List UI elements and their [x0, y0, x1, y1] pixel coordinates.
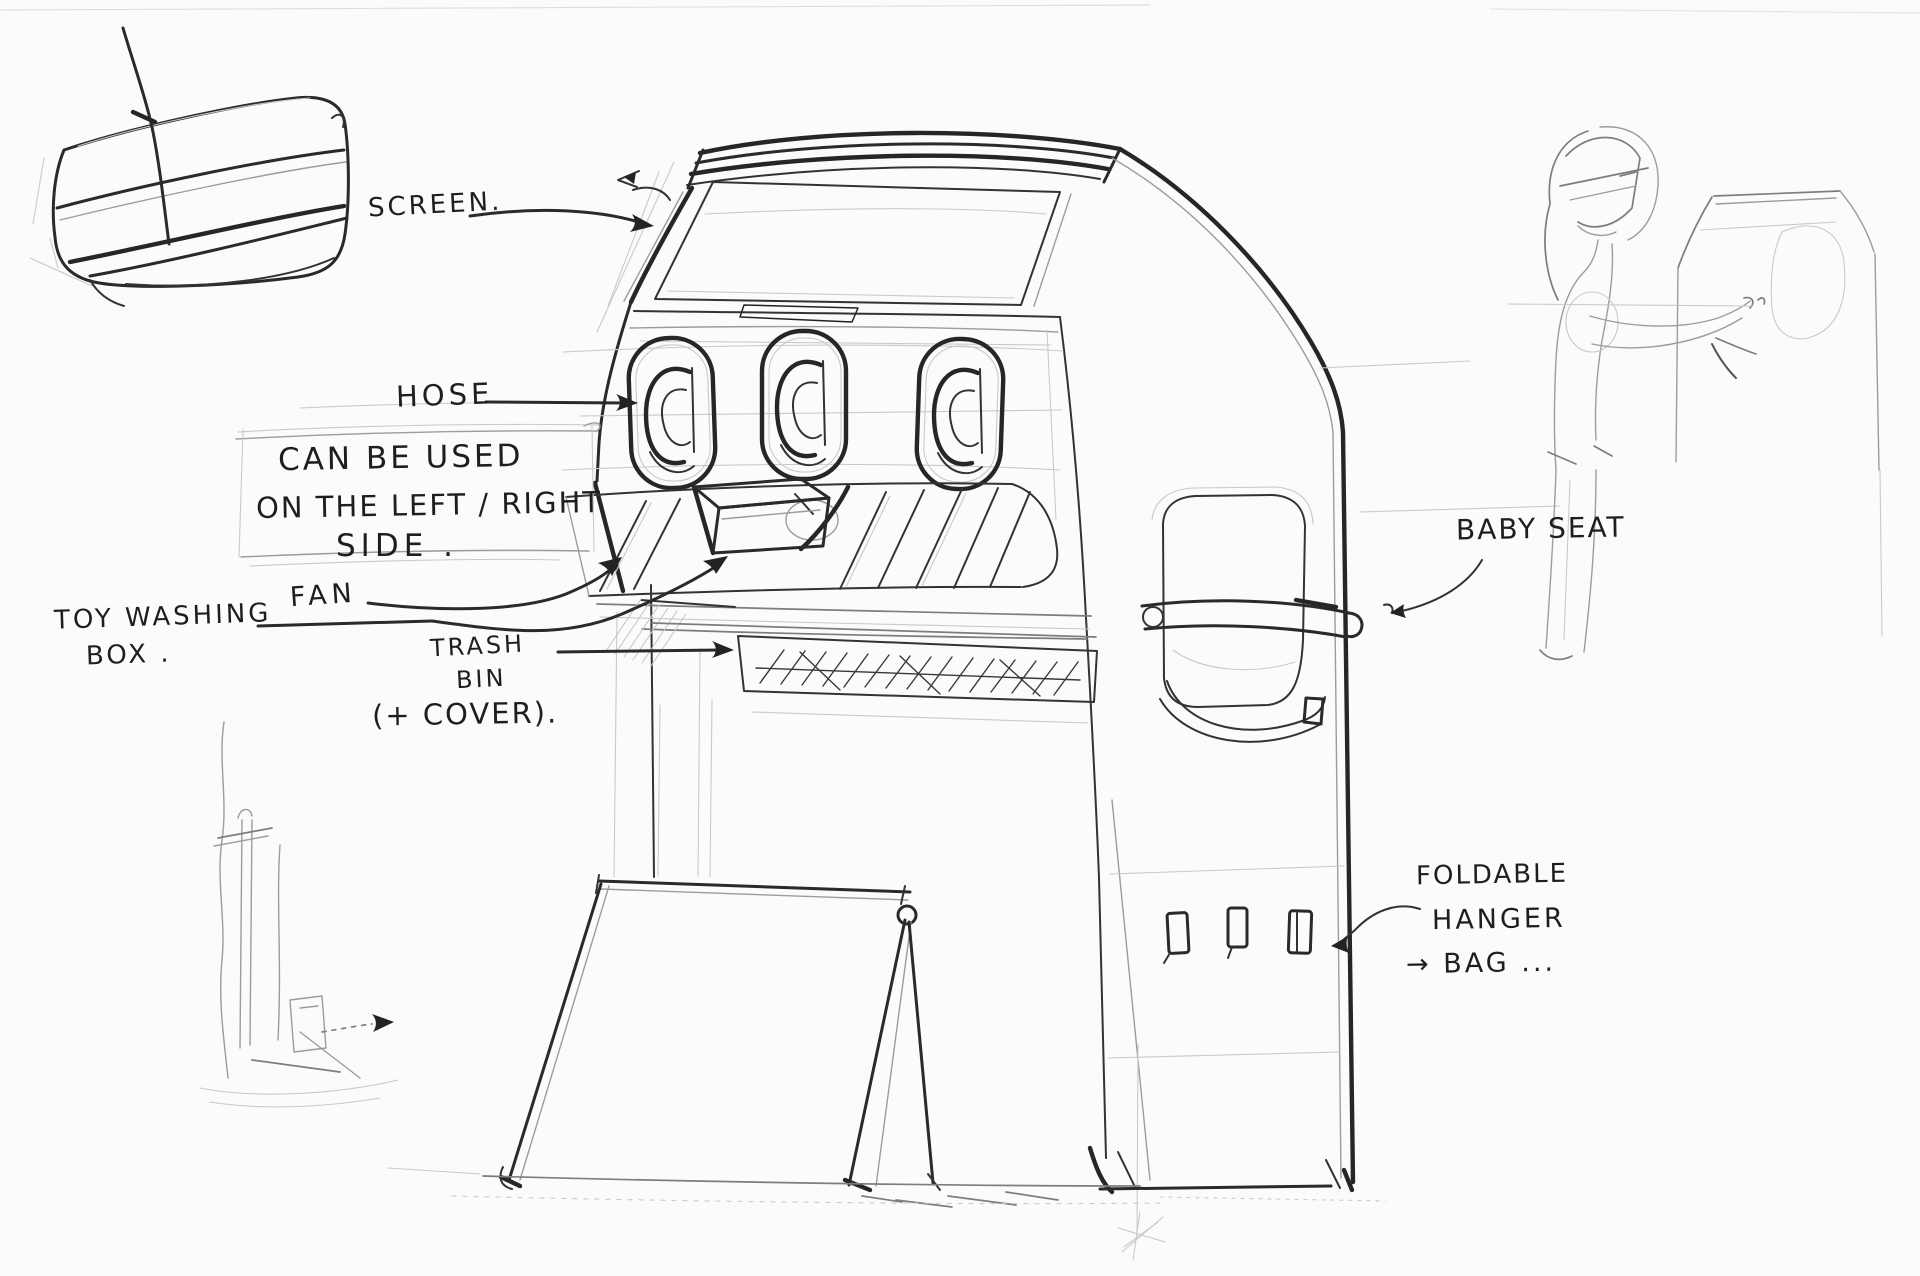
folding-stand — [498, 874, 1355, 1208]
ground-lines — [387, 1167, 1386, 1261]
fan-arrow — [366, 557, 622, 611]
detail-sketch-top-left — [29, 26, 350, 307]
hose-arrow — [299, 394, 638, 411]
arm-line — [1589, 300, 1751, 327]
machine-side-silhouette — [1111, 146, 1356, 1185]
hanger-line-2: HANGER — [1431, 902, 1566, 937]
hose-port-3 — [914, 336, 1006, 492]
note-line-1: CAN BE USED — [277, 437, 524, 479]
hanger-line-1: FOLDABLE — [1415, 858, 1569, 892]
note-line-2: ON THE LEFT / RIGHT — [255, 484, 603, 526]
screen-arrowhead-icon — [630, 214, 654, 232]
baby-seat-arrowhead-icon — [1390, 604, 1406, 618]
hanger-slots — [1163, 906, 1314, 964]
machine-screen — [596, 161, 1072, 333]
trash-bin-arrow — [556, 641, 734, 658]
handle-slot — [739, 304, 859, 323]
cable-line — [121, 26, 171, 246]
hanger-arrow — [1331, 905, 1421, 953]
hose-port-2 — [759, 328, 849, 482]
pole-arrowhead-icon — [372, 1014, 394, 1032]
seat-hook — [1343, 611, 1364, 639]
pole-sketch-left — [199, 721, 399, 1108]
hose-label: HOSE — [395, 376, 494, 414]
hanger-arrowhead-icon — [1331, 936, 1349, 953]
trash-bin-slot — [651, 622, 1098, 724]
fan-label: FAN — [289, 577, 358, 614]
figure-sketch-person — [1539, 126, 1754, 661]
toy-washing-line-2: BOX . — [85, 638, 173, 672]
star-doodle-icon — [1117, 1211, 1166, 1261]
hinge-pivot — [896, 904, 918, 926]
screen-ledge — [629, 304, 1061, 346]
machine-front-edges — [592, 300, 1151, 1236]
toy-washing-box-arrow — [256, 556, 728, 633]
hose-port-1 — [626, 335, 718, 491]
baby-seat-arrow — [1390, 559, 1483, 618]
screen-arrow — [468, 170, 671, 232]
machine-roof — [686, 130, 1123, 190]
toy-washing-box — [691, 477, 831, 556]
baby-seat — [1140, 486, 1394, 743]
note-box-border — [235, 422, 601, 567]
pole-arrow — [321, 1023, 373, 1033]
annotation-arrows — [256, 170, 1483, 953]
baby-seat-label: BABY SEAT — [1455, 510, 1626, 547]
paper-edge-marks — [0, 4, 1920, 14]
toy-washing-arrowhead-icon — [703, 556, 728, 574]
fan-circle — [785, 499, 839, 541]
hose-arrowhead-icon — [616, 394, 638, 411]
figure-sketch-machine-profile — [1507, 190, 1883, 637]
machine-sketch — [387, 130, 1561, 1261]
fan-arrowhead-icon — [598, 557, 622, 576]
trash-line-3: (+ COVER). — [371, 695, 559, 733]
trash-line-1: TRASH — [429, 629, 526, 663]
trash-line-2: BIN — [455, 663, 508, 695]
hanger-line-3: → BAG ... — [1405, 946, 1557, 981]
trash-arrowhead-icon — [712, 641, 734, 658]
note-line-3: SIDE . — [336, 528, 458, 564]
